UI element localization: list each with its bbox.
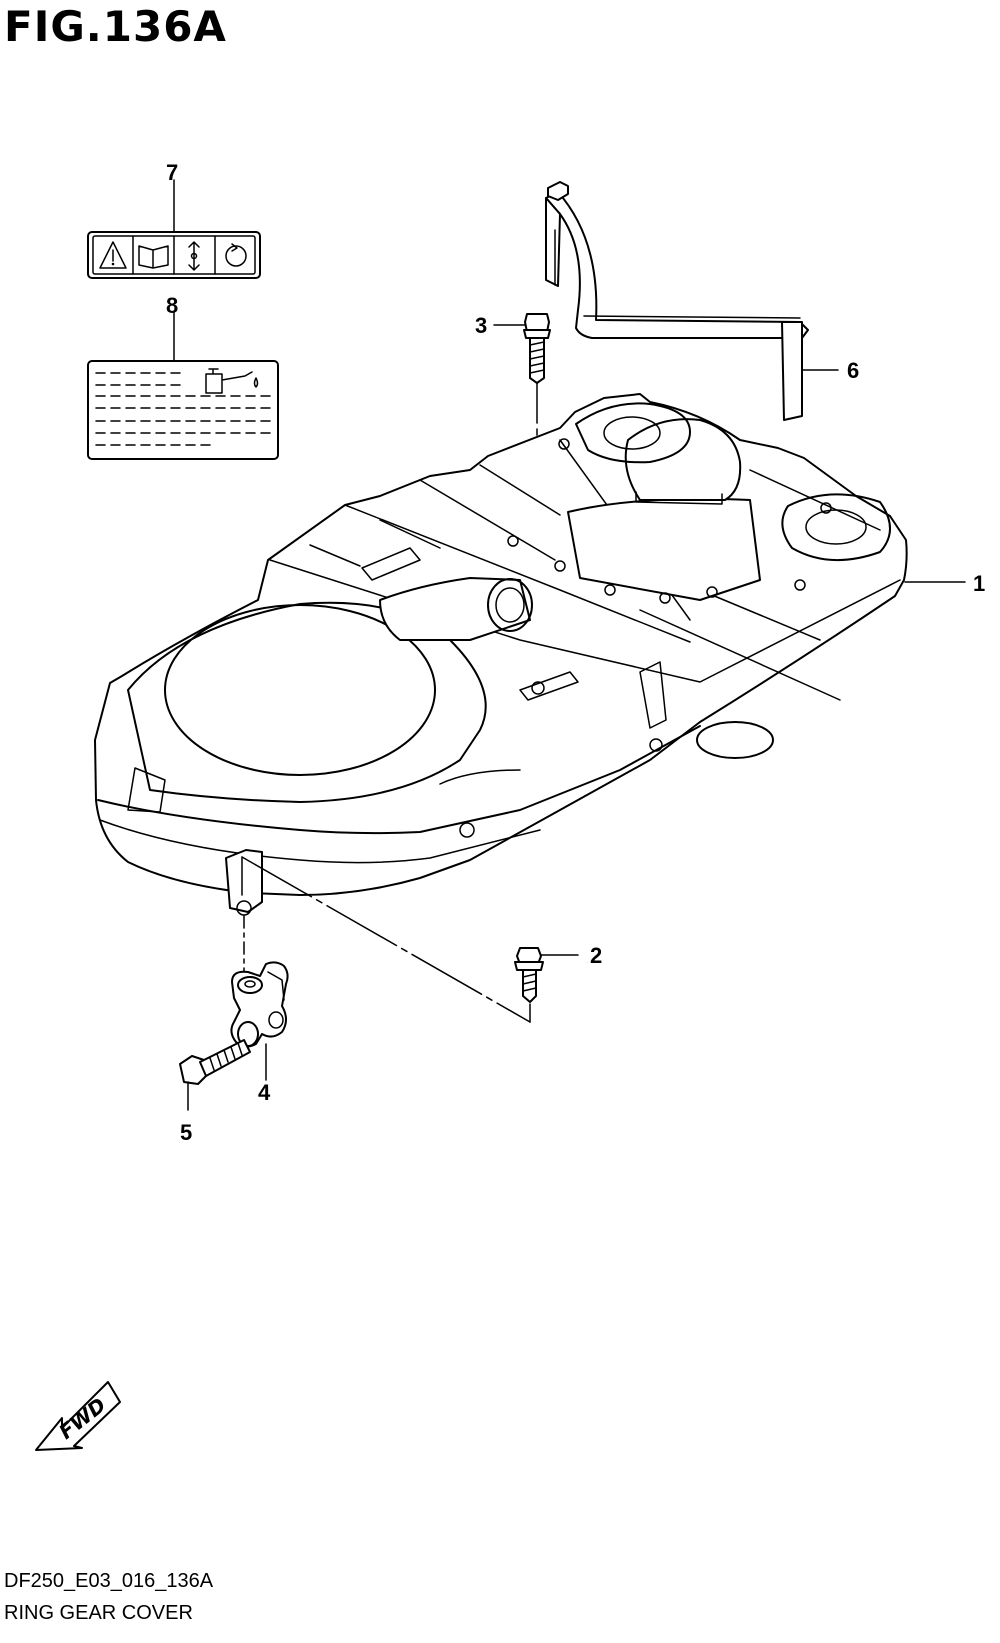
bracket-part-4[interactable] <box>230 961 289 1081</box>
seal-part-6[interactable] <box>545 181 839 421</box>
fwd-direction-arrow: FWD <box>35 1381 121 1451</box>
oil-label-part-8[interactable] <box>87 311 279 460</box>
callout-8: 8 <box>166 293 178 318</box>
callout-5: 5 <box>180 1120 192 1145</box>
callout-7: 7 <box>166 160 178 185</box>
callout-4: 4 <box>258 1080 271 1105</box>
reference-leader-lines <box>241 856 531 1023</box>
callout-2: 2 <box>590 943 602 968</box>
bolt-part-5[interactable] <box>179 1039 251 1111</box>
callout-6: 6 <box>847 358 859 383</box>
figure-code: DF250_E03_016_136A <box>4 1570 214 1592</box>
warning-label-part-7[interactable] <box>87 179 261 279</box>
figure-name: RING GEAR COVER <box>4 1602 193 1624</box>
figure-title: FIG.136A <box>4 2 227 51</box>
ring-gear-cover-part-1[interactable] <box>94 393 966 916</box>
bolt-part-2[interactable] <box>514 947 579 1003</box>
callout-3: 3 <box>475 313 487 338</box>
callout-1: 1 <box>973 571 985 596</box>
